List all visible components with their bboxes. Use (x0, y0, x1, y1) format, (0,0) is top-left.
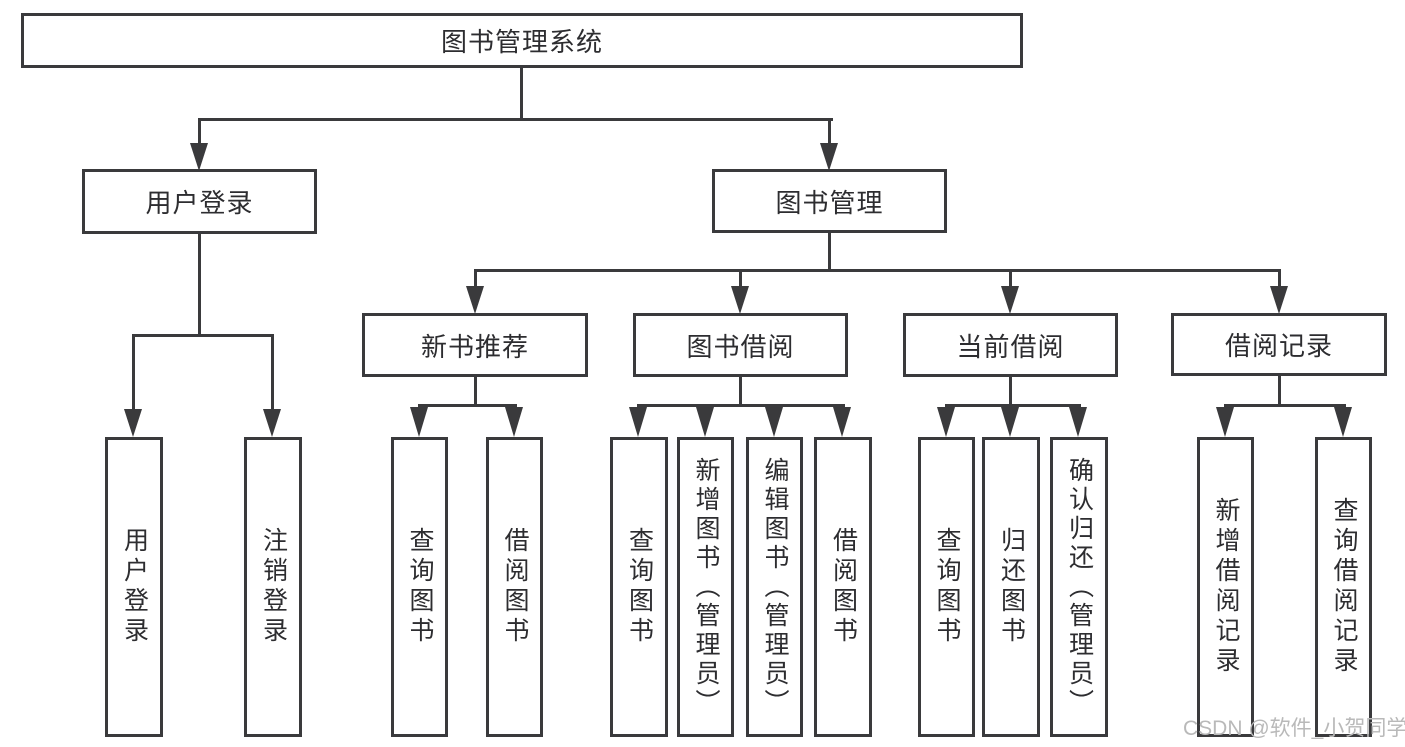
arrowhead-down-icon (466, 286, 484, 314)
arrowhead-down-icon (190, 143, 208, 171)
leaf-bb-edit-book-admin-label: 编辑图书（管理员） (761, 456, 789, 718)
leaf-nbr-query-books-label: 查询图书 (406, 527, 434, 647)
connector-l3-shaft3 (1009, 269, 1012, 287)
connector-l2-shaft-left (198, 118, 201, 145)
arrowhead-down-icon (696, 407, 714, 437)
leaf-br-query-record-label: 查询借阅记录 (1330, 497, 1358, 677)
connector-bookmgmt-stem (828, 232, 831, 272)
leaf-nbr-borrow-books: 借阅图书 (486, 437, 543, 737)
leaf-bb-query-books-label: 查询图书 (625, 527, 654, 647)
connector-cb-hline (945, 404, 1081, 407)
arrowhead-down-icon (505, 407, 523, 437)
leaf-cb-query-books-label: 查询图书 (933, 527, 961, 647)
leaf-cb-confirm-return-admin-label: 确认归还（管理员） (1065, 456, 1094, 718)
node-new-book-recommend-label: 新书推荐 (420, 331, 529, 362)
node-book-borrow: 图书借阅 (633, 313, 848, 377)
connector-l3-shaft4 (1278, 269, 1281, 287)
leaf-cb-query-books: 查询图书 (918, 437, 975, 737)
connector-cb-stem (1009, 377, 1012, 406)
node-user-login-label: 用户登录 (145, 188, 254, 218)
arrowhead-down-icon (1270, 286, 1288, 314)
connector-l3-shaft2 (739, 269, 742, 287)
leaf-logout-label: 注销登录 (259, 527, 288, 647)
connector-l2-hline (198, 118, 833, 121)
arrowhead-down-icon (124, 409, 142, 437)
node-book-management-label: 图书管理 (775, 187, 884, 218)
connector-root-stem (520, 68, 523, 121)
connector-br-stem (1278, 376, 1281, 406)
leaf-br-add-record-label: 新增借阅记录 (1212, 497, 1240, 677)
node-book-management: 图书管理 (712, 169, 947, 233)
connector-nbr-stem (474, 377, 477, 406)
connector-nbr-hline (418, 404, 517, 407)
node-current-borrow-label: 当前借阅 (956, 331, 1065, 362)
arrowhead-down-icon (410, 407, 428, 437)
arrowhead-down-icon (1334, 407, 1352, 437)
leaf-bb-borrow-books: 借阅图书 (814, 437, 872, 737)
leaf-cb-return-books-label: 归还图书 (997, 527, 1026, 647)
leaf-bb-borrow-books-label: 借阅图书 (829, 527, 858, 647)
arrowhead-down-icon (820, 143, 838, 171)
leaf-bb-edit-book-admin: 编辑图书（管理员） (746, 437, 803, 737)
node-borrow-records: 借阅记录 (1171, 313, 1387, 376)
connector-l3-hline (474, 269, 1281, 272)
node-book-borrow-label: 图书借阅 (686, 331, 795, 362)
leaf-cb-confirm-return-admin: 确认归还（管理员） (1050, 437, 1108, 737)
leaf-bb-add-book-admin-label: 新增图书（管理员） (692, 456, 720, 718)
arrowhead-down-icon (1216, 407, 1234, 437)
connector-bb-hline (637, 404, 845, 407)
leaf-bb-add-book-admin: 新增图书（管理员） (677, 437, 734, 737)
node-root: 图书管理系统 (21, 13, 1023, 68)
leaf-user-login-label: 用户登录 (120, 527, 149, 647)
arrowhead-down-icon (937, 407, 955, 437)
node-current-borrow: 当前借阅 (903, 313, 1118, 377)
arrowhead-down-icon (731, 286, 749, 314)
connector-l3-shaft1 (474, 269, 477, 287)
node-borrow-records-label: 借阅记录 (1224, 331, 1333, 361)
node-user-login: 用户登录 (82, 169, 317, 234)
node-root-label: 图书管理系统 (440, 27, 603, 57)
leaf-bb-query-books: 查询图书 (610, 437, 668, 737)
arrowhead-down-icon (833, 407, 851, 437)
leaf-cb-return-books: 归还图书 (982, 437, 1040, 737)
leaf-nbr-borrow-books-label: 借阅图书 (501, 527, 529, 647)
connector-bb-stem (739, 377, 742, 406)
connector-userlogin-shaft1 (132, 334, 135, 411)
arrowhead-down-icon (1001, 407, 1019, 437)
connector-userlogin-hline (132, 334, 274, 337)
leaf-logout: 注销登录 (244, 437, 302, 737)
leaf-user-login: 用户登录 (105, 437, 163, 737)
arrowhead-down-icon (263, 409, 281, 437)
connector-userlogin-shaft2 (271, 334, 274, 411)
leaf-br-query-record: 查询借阅记录 (1315, 437, 1372, 737)
connector-br-hline (1224, 404, 1346, 407)
arrowhead-down-icon (1001, 286, 1019, 314)
node-new-book-recommend: 新书推荐 (362, 313, 588, 377)
leaf-nbr-query-books: 查询图书 (391, 437, 448, 737)
arrowhead-down-icon (1069, 407, 1087, 437)
arrowhead-down-icon (765, 407, 783, 437)
leaf-br-add-record: 新增借阅记录 (1197, 437, 1254, 737)
connector-l2-shaft-right (828, 118, 831, 145)
arrowhead-down-icon (629, 407, 647, 437)
connector-userlogin-stem (198, 233, 201, 336)
csdn-watermark: CSDN @软件_小贺同学 (1183, 717, 1405, 740)
